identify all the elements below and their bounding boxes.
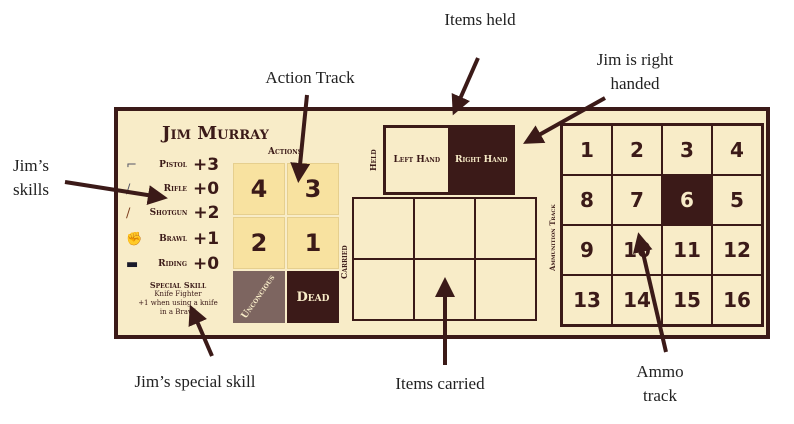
- skill-name: Riding: [158, 259, 187, 269]
- label-items-held: Items held: [444, 10, 516, 29]
- skill-bonus: +3: [193, 155, 220, 175]
- action-cell[interactable]: 2: [233, 217, 285, 269]
- skill-rifle: ∕ Rifle +0: [126, 179, 221, 199]
- special-skill-title: Special Skill: [149, 280, 207, 290]
- ammo-cell[interactable]: 1: [563, 126, 611, 174]
- ammo-cell[interactable]: 9: [563, 226, 611, 274]
- action-cell[interactable]: 1: [287, 217, 339, 269]
- skill-shotgun: ∕ Shotgun +2: [126, 203, 221, 223]
- label-action-track: Action Track: [265, 68, 355, 87]
- ammo-cell[interactable]: 14: [613, 276, 661, 324]
- ammo-cell[interactable]: 5: [713, 176, 761, 224]
- skill-name: Rifle: [163, 184, 187, 194]
- rifle-icon: ∕: [126, 181, 131, 197]
- ammo-cell[interactable]: 4: [713, 126, 761, 174]
- ammo-cell[interactable]: 6: [663, 176, 711, 224]
- ammo-cell[interactable]: 8: [563, 176, 611, 224]
- label-items-carried: Items carried: [395, 374, 485, 393]
- fist-icon: ✊: [126, 231, 143, 247]
- dead-cell[interactable]: Dead: [287, 271, 339, 323]
- skill-pistol: ⌐ Pistol +3: [126, 155, 221, 175]
- unconscious-cell[interactable]: Unconcious: [233, 271, 285, 323]
- label-right-handed: Jim is right handed: [596, 50, 674, 93]
- skill-name: Brawl: [159, 234, 187, 244]
- held-slots: Left Hand Right Hand: [383, 125, 515, 195]
- actions-label: Actions: [268, 147, 303, 157]
- carried-slot[interactable]: [354, 199, 413, 258]
- label-skills: Jim’s skills: [13, 156, 49, 199]
- character-name: Jim Murray: [162, 123, 269, 144]
- arrow-items-held: [451, 57, 480, 116]
- carried-slot[interactable]: [476, 260, 535, 319]
- arrow-ammo-track: [632, 232, 668, 353]
- ammo-cell[interactable]: 2: [613, 126, 661, 174]
- right-hand-slot[interactable]: Right Hand: [454, 155, 508, 165]
- carried-slot[interactable]: [415, 199, 474, 258]
- label-ammo-track: Ammo track: [636, 362, 684, 405]
- carried-slots: [352, 197, 537, 321]
- action-track: 4 3 2 1 Unconcious Dead: [233, 163, 339, 323]
- special-skill-text: +1 when using a knife: [138, 299, 218, 307]
- ammo-cell[interactable]: 16: [713, 276, 761, 324]
- character-card: Jim Murray ⌐ Pistol +3 ∕ Rifle +0 ∕ Shotgun +2…: [114, 107, 770, 339]
- ammo-cell[interactable]: 7: [613, 176, 661, 224]
- saddle-icon: ▬: [126, 256, 139, 272]
- skill-bonus: +1: [193, 229, 220, 249]
- special-skill-text: in a Brawl: [159, 308, 197, 316]
- special-skill: Special Skill Knife Fighter +1 when usin…: [128, 281, 228, 317]
- skill-bonus: +0: [193, 179, 220, 199]
- action-cell[interactable]: 4: [233, 163, 285, 215]
- carried-slot[interactable]: [476, 199, 535, 258]
- special-skill-name: Knife Fighter: [154, 290, 202, 298]
- skill-name: Pistol: [159, 160, 187, 170]
- skill-bonus: +2: [193, 203, 220, 223]
- arrow-skills: [64, 180, 168, 206]
- label-special-skill: Jim’s special skill: [134, 372, 256, 391]
- left-hand-slot[interactable]: Left Hand: [386, 128, 448, 192]
- pistol-icon: ⌐: [126, 157, 137, 173]
- shotgun-icon: ∕: [126, 205, 131, 221]
- ammo-cell[interactable]: 13: [563, 276, 611, 324]
- ammo-cell[interactable]: 11: [663, 226, 711, 274]
- ammo-cell[interactable]: 15: [663, 276, 711, 324]
- arrow-action-track: [290, 94, 311, 183]
- carried-slot[interactable]: [354, 260, 413, 319]
- skill-riding: ▬ Riding +0: [126, 254, 221, 274]
- skill-bonus: +0: [193, 254, 220, 274]
- ammo-cell[interactable]: 3: [663, 126, 711, 174]
- skill-brawl: ✊ Brawl +1: [126, 229, 221, 249]
- arrow-right-handed: [523, 96, 606, 144]
- arrow-special-skill: [188, 304, 214, 357]
- ammo-cell[interactable]: 12: [713, 226, 761, 274]
- skill-name: Shotgun: [149, 208, 188, 218]
